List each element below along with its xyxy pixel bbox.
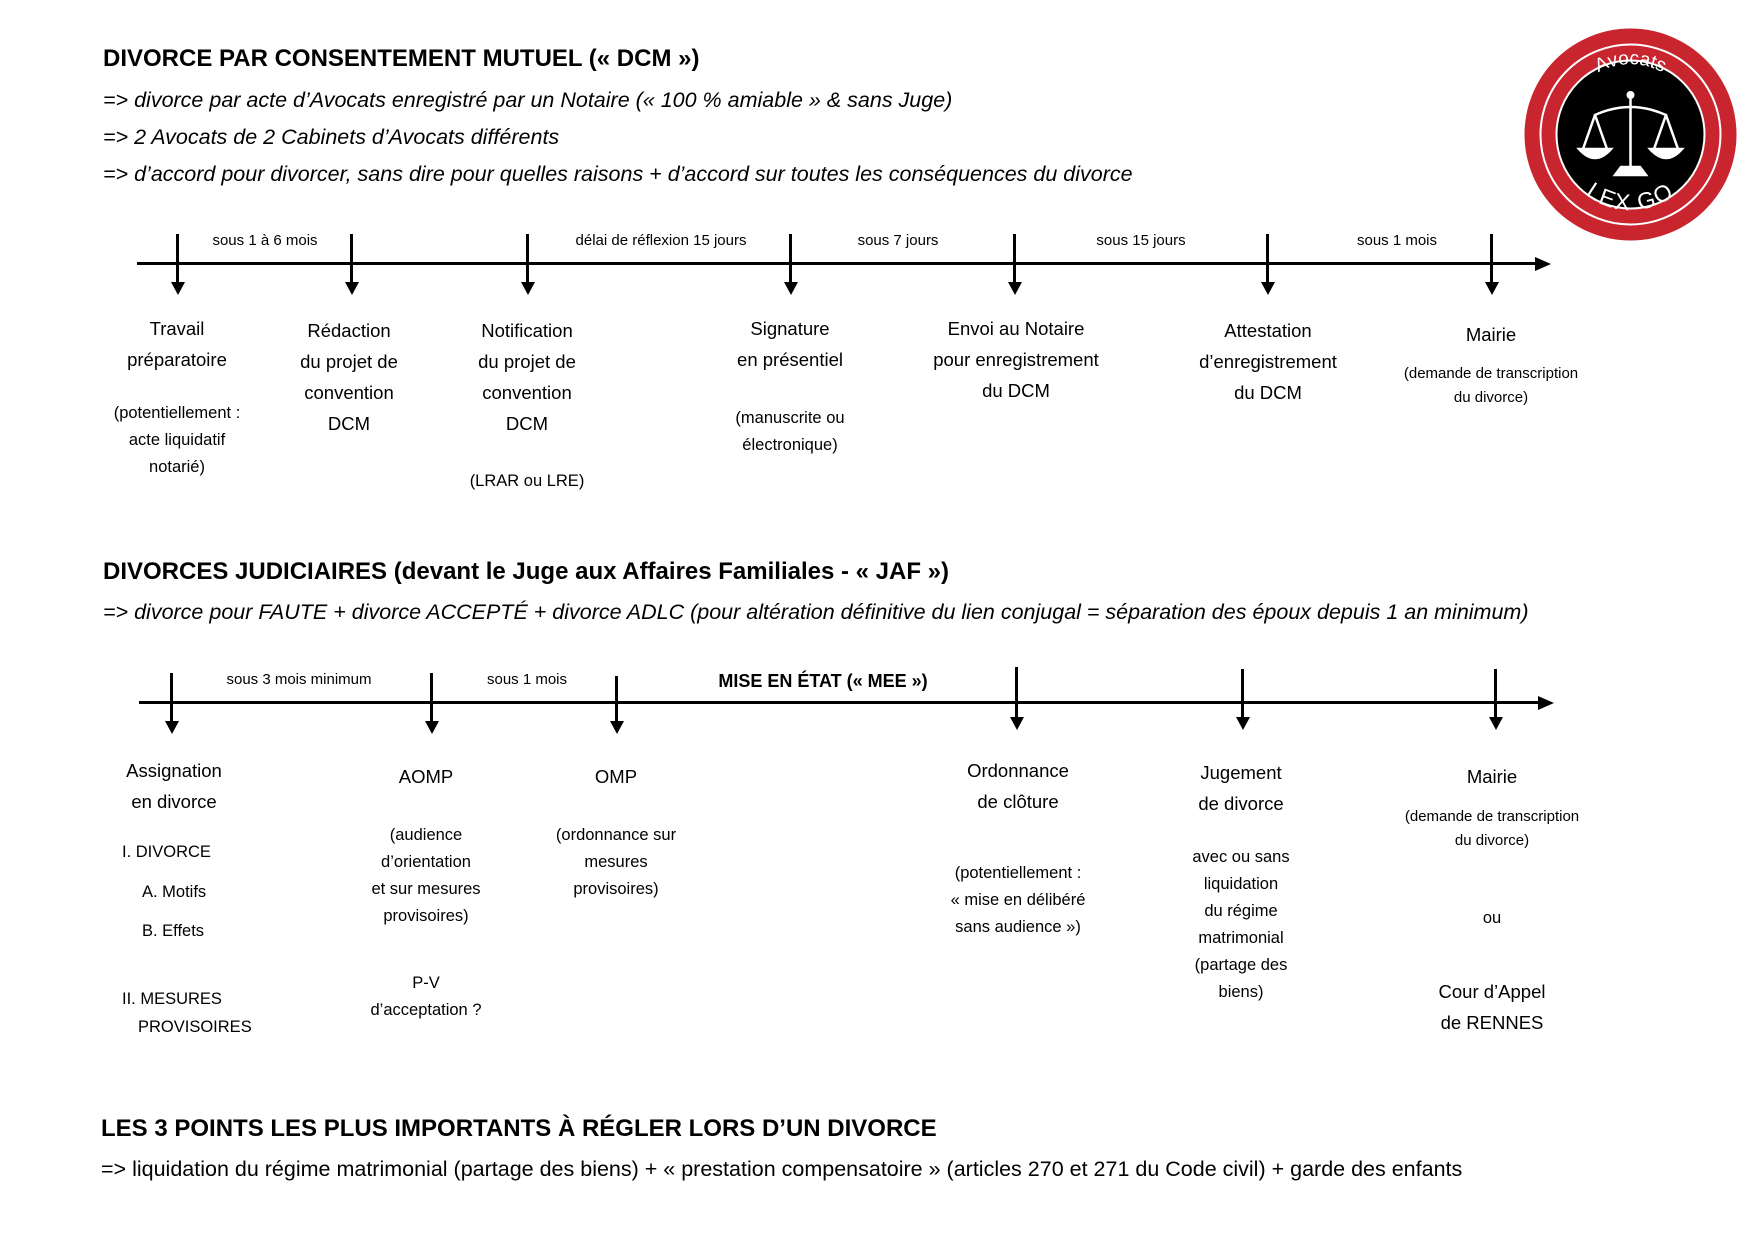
down-arrow-icon — [1008, 282, 1022, 295]
down-arrow-icon — [425, 721, 439, 734]
jaf-step-aomp-pv: P-V d’acceptation ? — [370, 974, 482, 1019]
dcm-step-travail-note: (potentiellement : acte liquidatif notar… — [113, 404, 241, 476]
dcm-tick-7 — [1490, 234, 1493, 284]
jaf-step-aomp: AOMP — [398, 766, 454, 787]
jaf-step-ordonnance: Ordonnance de clôture — [967, 760, 1069, 812]
jaf-step-jugement: Jugement de divorce — [1198, 762, 1284, 814]
down-arrow-icon — [171, 282, 185, 295]
dcm-tick-2 — [350, 234, 353, 284]
jaf-tick-4 — [1015, 667, 1018, 719]
dcm-step-notification-note: (LRAR ou LRE) — [469, 472, 585, 490]
outline-i: I. DIVORCE — [122, 843, 211, 861]
jaf-tick-6 — [1494, 669, 1497, 719]
jaf-tick-1 — [170, 673, 173, 723]
dcm-step-signature: Signature en présentiel — [737, 318, 843, 370]
jaf-step-jugement-note: avec ou sans liquidation du régime matri… — [1192, 848, 1290, 1001]
jaf-timeline-axis — [139, 701, 1540, 704]
mee-label: MISE EN ÉTAT (« MEE ») — [718, 671, 928, 691]
outline-a: A. Motifs — [142, 883, 207, 901]
jaf-tick-3 — [615, 676, 618, 723]
jaf-title: DIVORCES JUDICIAIRES (devant le Juge aux… — [103, 558, 950, 585]
dcm-duration-2: délai de réflexion 15 jours — [575, 232, 747, 249]
dcm-step-redaction: Rédaction du projet de convention DCM — [300, 320, 398, 434]
jaf-bullet: => divorce pour FAUTE + divorce ACCEPTÉ … — [103, 600, 1529, 624]
points-title: LES 3 POINTS LES PLUS IMPORTANTS À RÉGLE… — [101, 1115, 937, 1142]
down-arrow-icon — [345, 282, 359, 295]
down-arrow-icon — [1261, 282, 1275, 295]
outline-ii-1: II. MESURES — [122, 990, 222, 1008]
dcm-step-notification: Notification du projet de convention DCM — [478, 320, 576, 434]
down-arrow-icon — [1485, 282, 1499, 295]
lex-go-logo: Avocats LEX GO — [1523, 27, 1738, 242]
dcm-step-mairie-note: (demande de transcription du divorce) — [1403, 365, 1579, 406]
jaf-tick-2 — [430, 673, 433, 723]
dcm-step-envoi-notaire: Envoi au Notaire pour enregistrement du … — [933, 318, 1099, 401]
down-arrow-icon — [1236, 717, 1250, 730]
outline-b: B. Effets — [142, 922, 205, 940]
dcm-tick-5 — [1013, 234, 1016, 284]
dcm-step-signature-note: (manuscrite ou électronique) — [735, 409, 845, 454]
jaf-step-mairie: Mairie — [1466, 766, 1518, 787]
jaf-step-cour-appel: Cour d’Appel de RENNES — [1438, 981, 1546, 1033]
jaf-step-assignation: Assignation en divorce — [126, 760, 222, 812]
points-bullet: => liquidation du régime matrimonial (pa… — [101, 1157, 1463, 1181]
dcm-title: DIVORCE PAR CONSENTEMENT MUTUEL (« DCM »… — [103, 45, 700, 72]
dcm-duration-3: sous 7 jours — [857, 232, 939, 249]
dcm-tick-3 — [526, 234, 529, 284]
down-arrow-icon — [1489, 717, 1503, 730]
jaf-duration-1: sous 3 mois minimum — [226, 671, 372, 688]
jaf-tick-5 — [1241, 669, 1244, 719]
scales-of-justice-icon — [1576, 91, 1685, 177]
outline-ii-2: PROVISOIRES — [138, 1018, 252, 1036]
dcm-step-attestation: Attestation d’enregistrement du DCM — [1199, 320, 1337, 403]
dcm-tick-4 — [789, 234, 792, 284]
jaf-step-omp-note: (ordonnance sur mesures provisoires) — [555, 826, 677, 898]
jaf-step-mairie-note: (demande de transcription du divorce) — [1404, 808, 1580, 849]
down-arrow-icon — [1010, 717, 1024, 730]
logo-badge: Avocats LEX GO — [1524, 28, 1737, 241]
down-arrow-icon — [165, 721, 179, 734]
dcm-tick-1 — [176, 234, 179, 284]
dcm-timeline-arrow-icon — [1535, 257, 1551, 271]
dcm-duration-1: sous 1 à 6 mois — [212, 232, 318, 249]
dcm-duration-5: sous 1 mois — [1356, 232, 1438, 249]
jaf-step-mairie-or: ou — [1482, 909, 1502, 927]
jaf-step-omp: OMP — [594, 766, 638, 787]
jaf-timeline-arrow-icon — [1538, 696, 1554, 710]
down-arrow-icon — [784, 282, 798, 295]
dcm-bullet-3: => d’accord pour divorcer, sans dire pou… — [103, 162, 1133, 186]
down-arrow-icon — [521, 282, 535, 295]
dcm-timeline-axis — [137, 262, 1537, 265]
logo-inner-ring — [1539, 43, 1722, 226]
dcm-bullet-2: => 2 Avocats de 2 Cabinets d’Avocats dif… — [103, 125, 560, 149]
down-arrow-icon — [610, 721, 624, 734]
dcm-bullet-1: => divorce par acte d’Avocats enregistré… — [103, 88, 953, 112]
dcm-step-mairie: Mairie — [1465, 324, 1517, 345]
dcm-step-travail: Travail préparatoire — [127, 318, 227, 370]
jaf-step-aomp-note: (audience d’orientation et sur mesures p… — [371, 826, 481, 925]
jaf-step-ordonnance-note: (potentiellement : « mise en délibéré sa… — [950, 864, 1086, 936]
dcm-tick-6 — [1266, 234, 1269, 284]
dcm-duration-4: sous 15 jours — [1096, 232, 1186, 249]
jaf-duration-2: sous 1 mois — [486, 671, 568, 688]
